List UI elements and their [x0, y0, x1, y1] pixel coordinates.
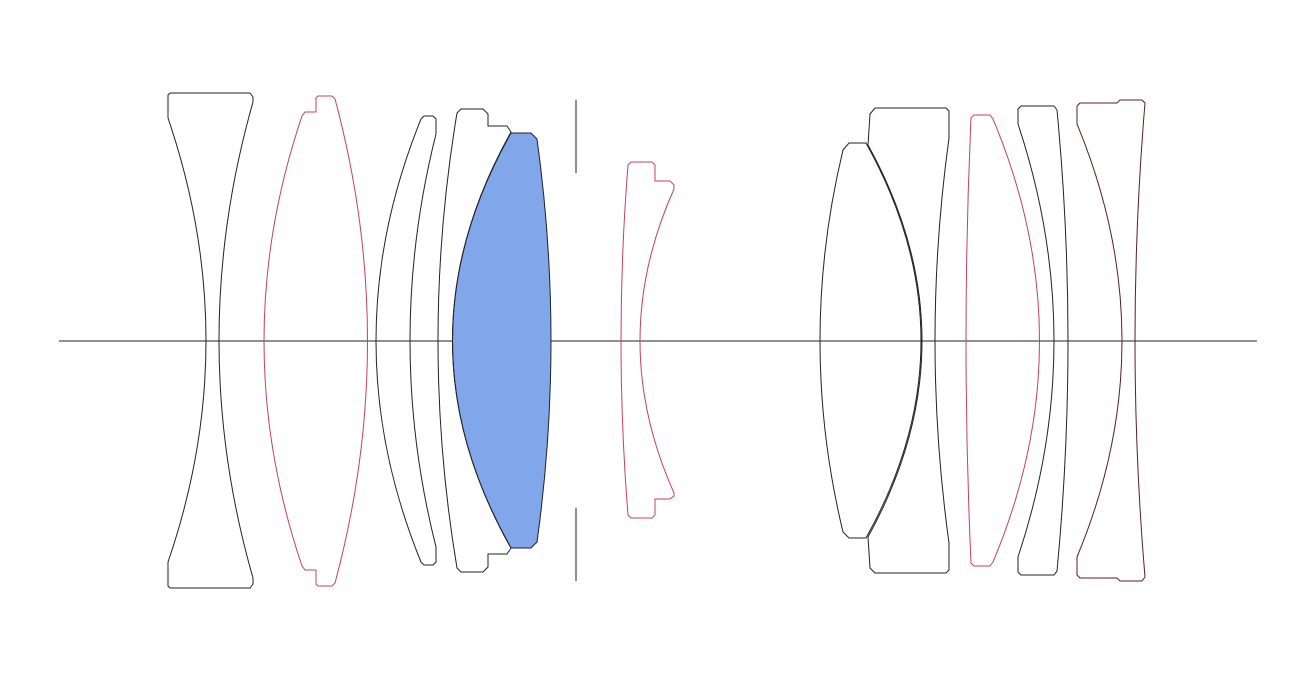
lens-element-8	[867, 107, 950, 574]
lens-element-2	[263, 95, 368, 587]
lens-element-5-aspherical	[452, 132, 552, 549]
lens-element-11	[1076, 99, 1146, 582]
lens-element-7	[819, 142, 922, 539]
lens-element-3	[375, 115, 437, 566]
lens-element-9	[965, 114, 1040, 567]
lens-element-6	[620, 161, 675, 519]
lens-element-1	[167, 92, 254, 589]
lens-element-10	[1017, 105, 1069, 576]
lens-element-4	[437, 108, 512, 573]
